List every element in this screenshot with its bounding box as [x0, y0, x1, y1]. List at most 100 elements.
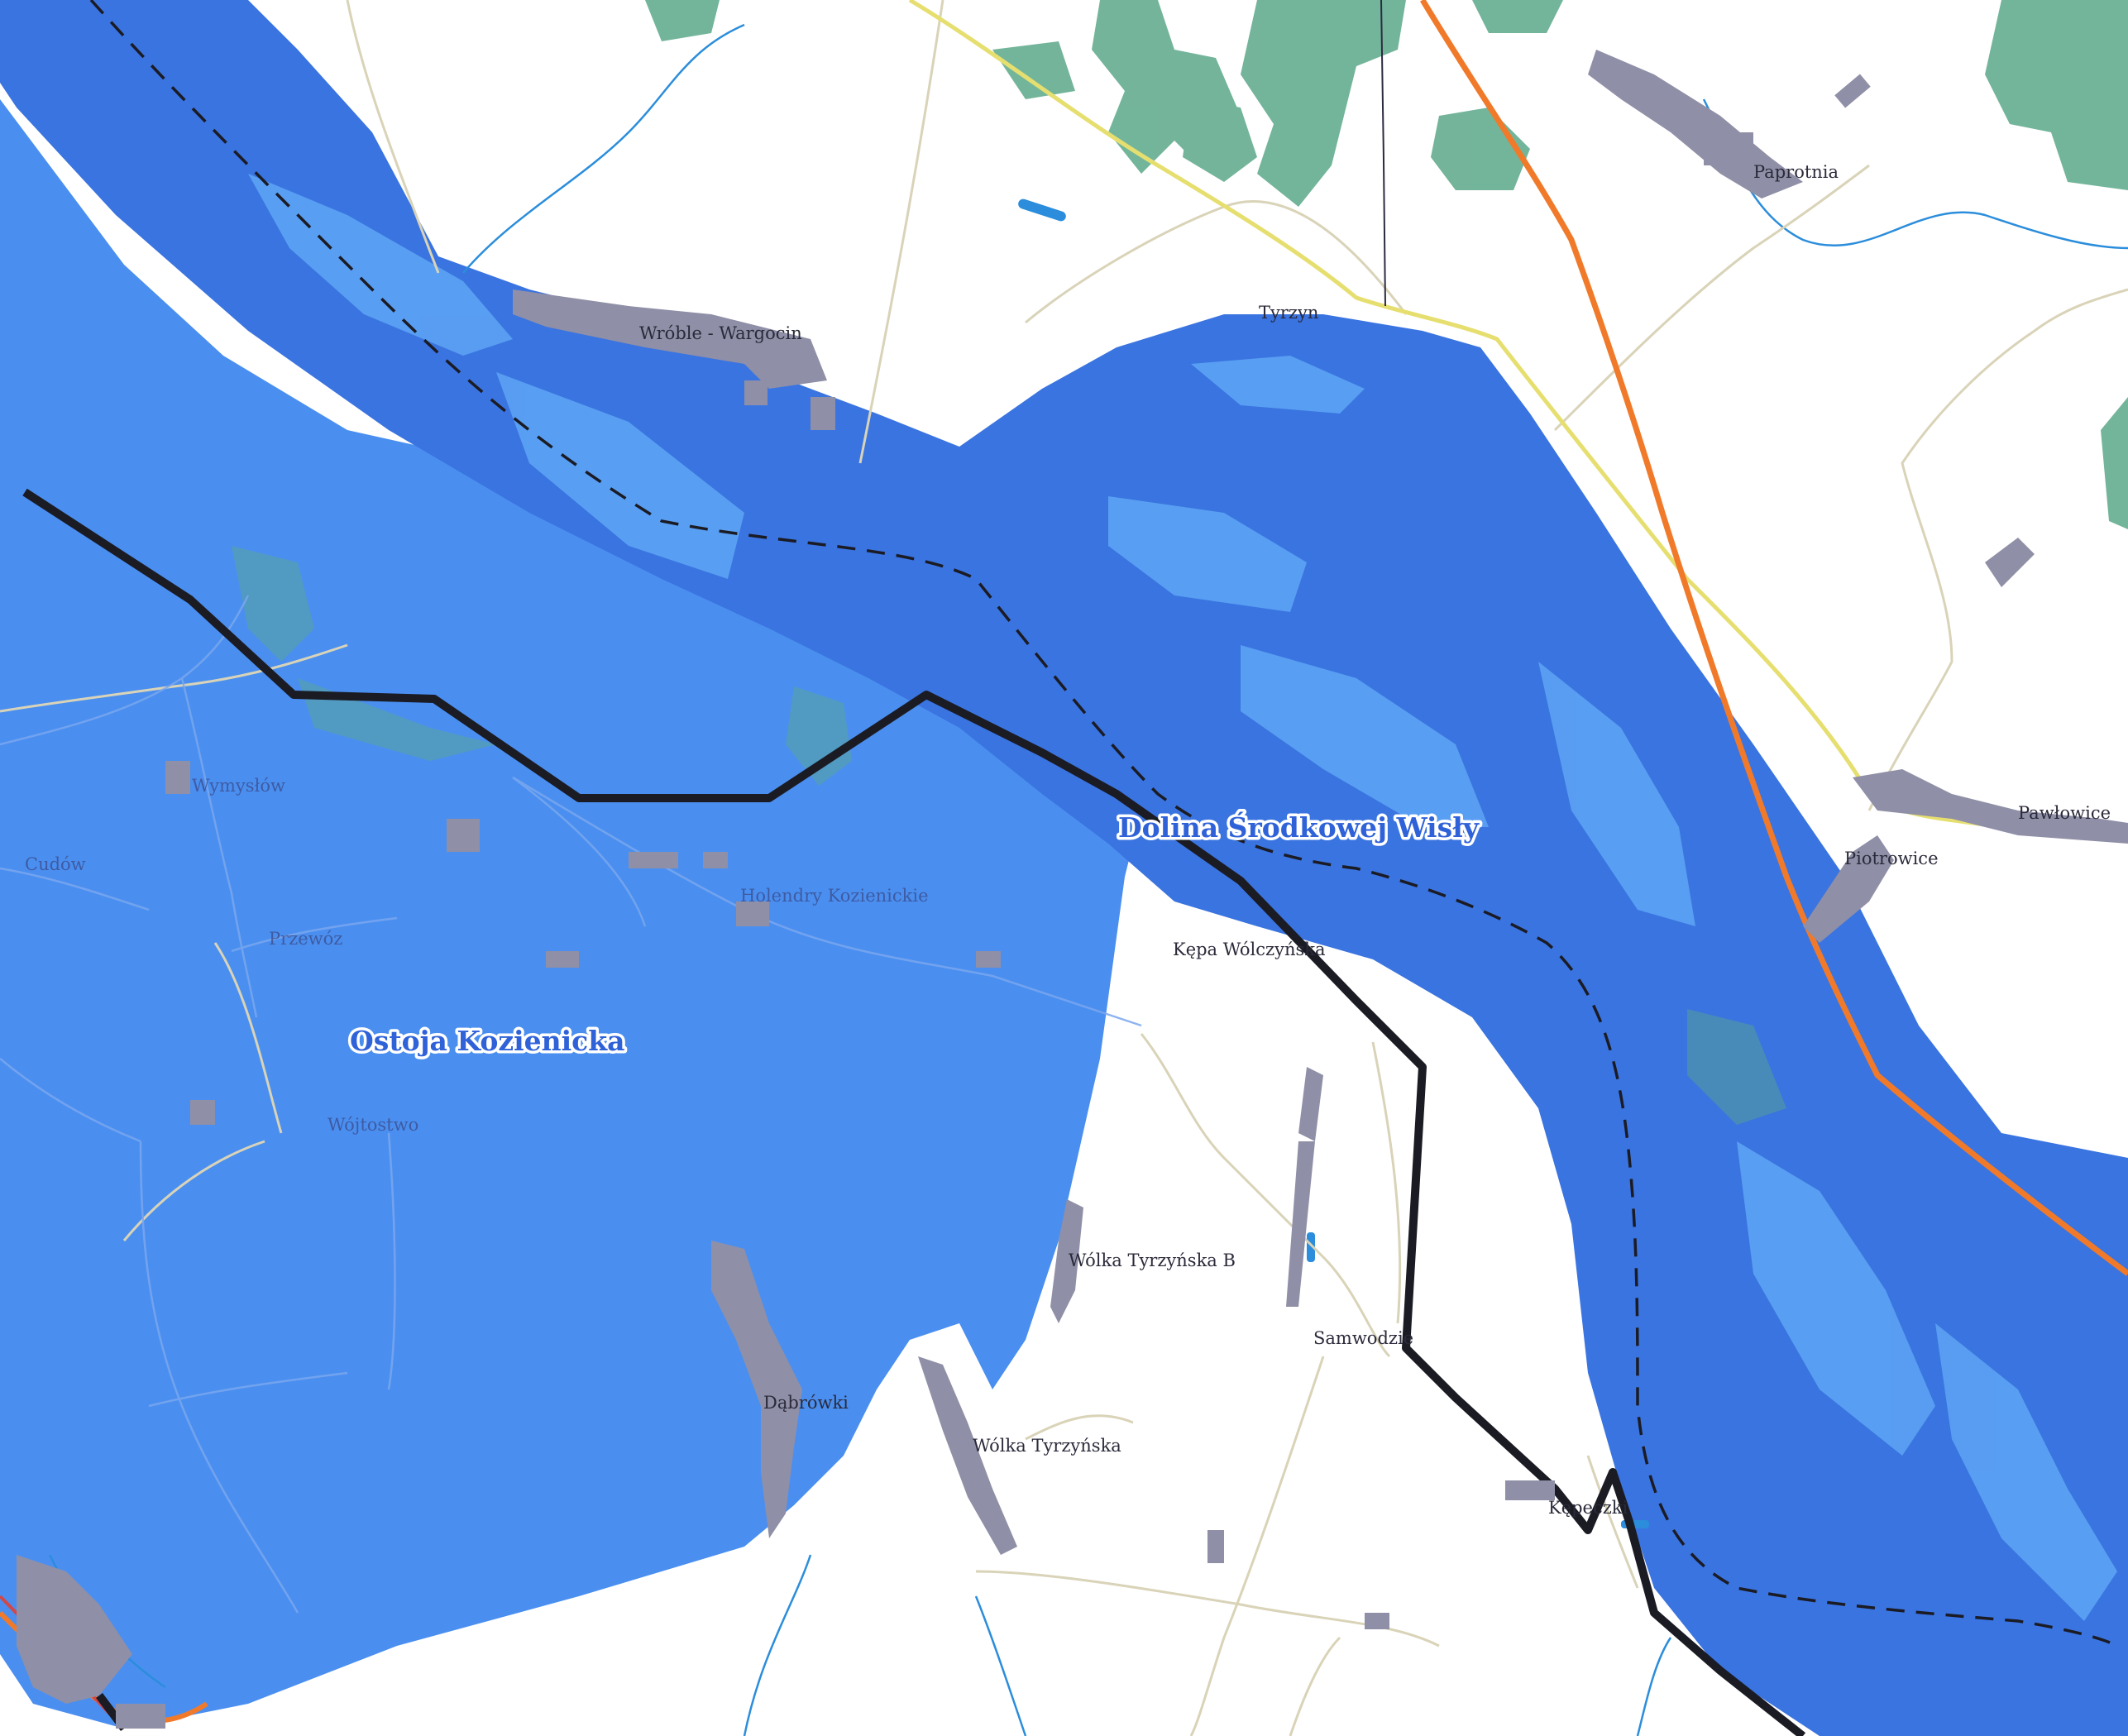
building	[190, 1100, 215, 1125]
protected-area-ostoja-kozienicka	[0, 99, 1191, 1729]
building	[546, 951, 579, 968]
building	[736, 901, 769, 926]
building	[744, 380, 768, 405]
label-ostoja-kozienicka: Ostoja Kozienicka	[350, 1025, 625, 1057]
label-samwodzie: Samwodzie	[1313, 1328, 1413, 1348]
settlement-wolka-b	[1050, 1199, 1083, 1323]
faint-road-layer	[0, 595, 1142, 1614]
label-kepa-wolczynska: Kępa Wólczyńska	[1173, 940, 1326, 959]
building	[1207, 1530, 1224, 1563]
forest-patch	[1687, 1009, 1786, 1125]
settlement-layer	[17, 50, 2128, 1729]
forest-patch	[1241, 0, 1406, 207]
forest-patch	[992, 41, 1075, 99]
building	[1834, 74, 1871, 108]
building	[811, 397, 835, 430]
local-road	[1289, 1636, 1341, 1736]
faint-road	[139, 1141, 299, 1614]
settlement-kepa-road	[1286, 1141, 1315, 1307]
settlement-sw	[17, 1555, 132, 1704]
stream	[743, 1554, 812, 1736]
label-kepeczki: Kępeczki	[1548, 1498, 1628, 1518]
settlement-piotrowice	[1803, 835, 1894, 943]
local-road	[0, 643, 348, 713]
faint-road	[0, 595, 250, 746]
label-cudow: Cudów	[25, 854, 86, 874]
faint-road	[180, 677, 258, 1018]
local-road	[1867, 288, 2128, 811]
settlement-wolka	[918, 1356, 1017, 1555]
local-road	[1140, 1033, 1391, 1358]
sandbar	[1191, 356, 1365, 414]
forest-patch	[1985, 0, 2128, 190]
label-tyrzyn: Tyrzyn	[1259, 303, 1318, 323]
faint-road	[387, 1132, 396, 1390]
forest-patch	[232, 546, 314, 662]
building	[976, 951, 1001, 968]
stream	[974, 1595, 1027, 1736]
building	[703, 852, 728, 868]
label-paprotnia: Paprotnia	[1753, 162, 1839, 182]
settlement-wroble	[513, 289, 827, 389]
forest-patch	[645, 0, 720, 41]
forest-patch	[1472, 0, 1563, 33]
label-wolka-tyrzynska: Wólka Tyrzyńska	[973, 1436, 1121, 1456]
local-road	[1553, 164, 1870, 432]
sandbar	[248, 174, 513, 356]
label-holendry-kozienickie: Holendry Kozienickie	[740, 886, 929, 906]
building	[629, 852, 678, 868]
forest-patch	[2101, 397, 2128, 529]
local-road	[1025, 1414, 1134, 1441]
label-dolina-srodkowej-wisly: Dolina Środkowej Wisły	[1118, 811, 1480, 844]
building	[116, 1704, 165, 1729]
sandbar	[496, 372, 744, 579]
place-label-layer: Wróble - Wargocin Tyrzyn Paprotnia Pawło…	[25, 162, 2111, 1518]
sandbar-layer	[248, 174, 2117, 1621]
sandbar	[1108, 496, 1307, 612]
stream	[462, 23, 745, 274]
label-pawlowice: Pawłowice	[2018, 803, 2111, 823]
pond	[1018, 198, 1066, 222]
faint-road	[0, 867, 150, 911]
railway-line	[1419, 0, 2128, 1276]
building	[165, 761, 190, 794]
sandbar	[1538, 662, 1695, 926]
local-road	[1586, 1455, 1639, 1589]
local-road	[858, 0, 944, 464]
forest-patch	[1183, 99, 1257, 182]
building	[1365, 1613, 1389, 1629]
local-road	[122, 1140, 265, 1241]
building	[447, 819, 480, 852]
label-piotrowice: Piotrowice	[1844, 849, 1939, 868]
faint-road	[148, 1371, 348, 1408]
label-wojtostwo: Wójtostwo	[328, 1115, 418, 1135]
label-wroble-wargocin: Wróble - Wargocin	[639, 323, 802, 343]
pond	[1307, 1232, 1315, 1262]
faint-road	[512, 776, 1142, 1027]
building	[1505, 1480, 1555, 1500]
label-wolka-tyrzynska-b: Wólka Tyrzyńska B	[1069, 1251, 1236, 1270]
local-road	[1371, 1041, 1402, 1324]
stream	[1636, 1637, 1672, 1736]
settlement-kepa	[1298, 1067, 1323, 1141]
sandbar	[1935, 1323, 2117, 1621]
sandbar	[1241, 645, 1489, 827]
dashed-administrative-line	[89, 0, 2118, 1648]
faint-road	[231, 916, 398, 953]
settlement-pawlowice	[1853, 769, 2128, 844]
local-road	[213, 942, 283, 1134]
local-road	[346, 0, 440, 274]
sandbar	[1737, 1141, 1935, 1456]
municipal-boundary-thin	[1380, 0, 1386, 307]
label-dabrowki: Dąbrówki	[763, 1393, 849, 1413]
label-wymyslow: Wymysłów	[192, 776, 285, 796]
faint-road	[512, 777, 647, 927]
forest-patch	[786, 686, 852, 786]
settlement-dabrowki	[711, 1241, 802, 1538]
settlement-nw-block	[1985, 538, 2035, 587]
administrative-boundary-thick	[22, 488, 1806, 1736]
main-road	[908, 0, 2128, 830]
label-przewoz: Przewóz	[269, 929, 342, 949]
building	[1704, 132, 1753, 165]
